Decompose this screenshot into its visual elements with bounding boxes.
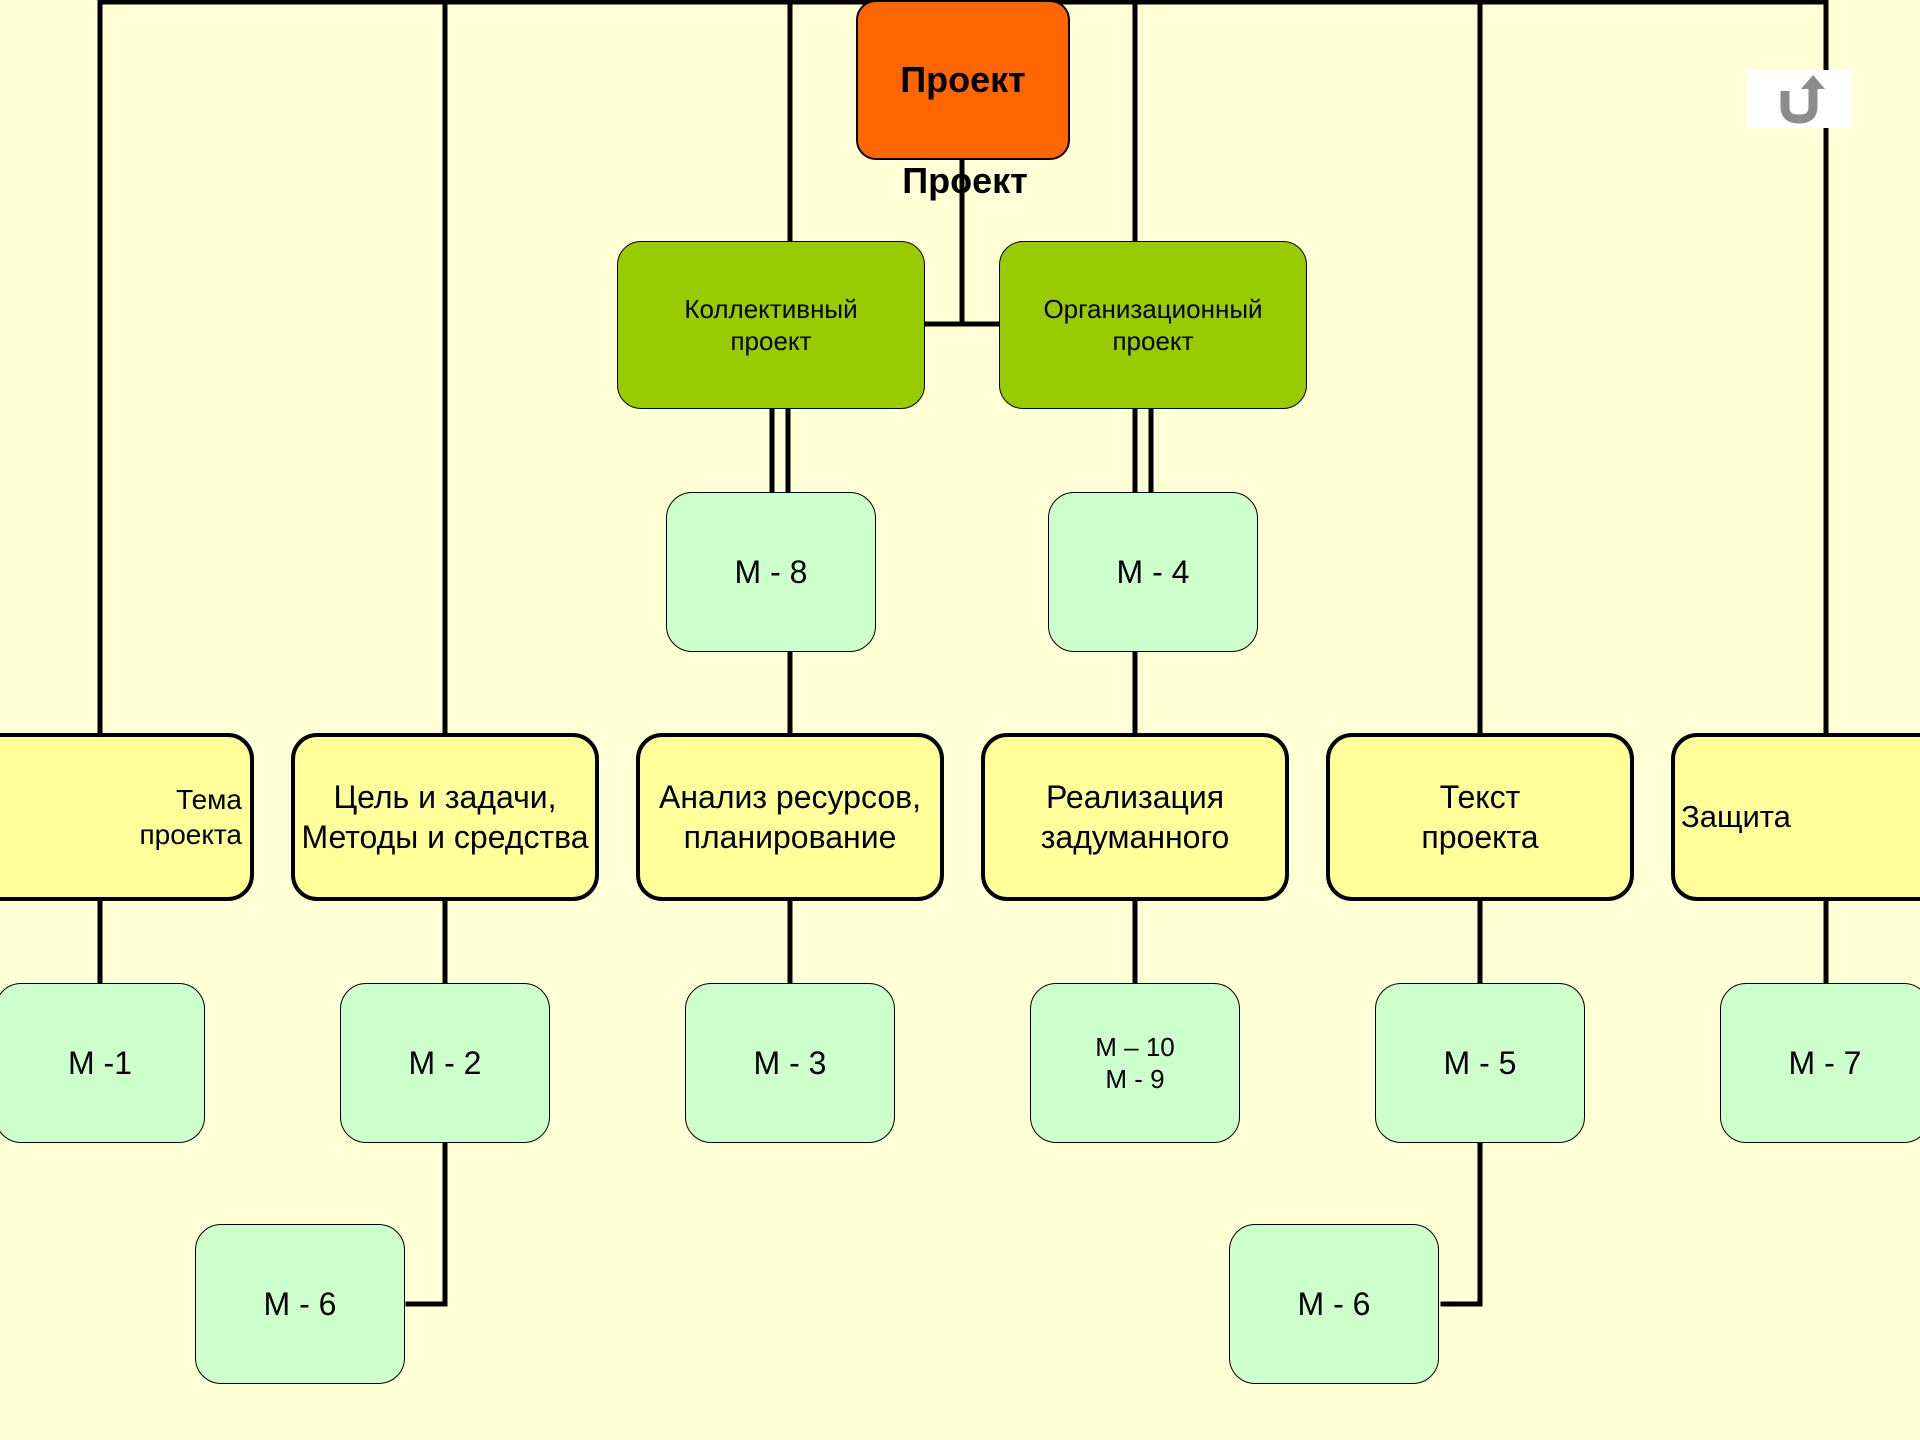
module-box-m6-left[interactable]: М - 6	[195, 1224, 405, 1384]
module-box-m10-m9[interactable]: М – 10 М - 9	[1030, 983, 1240, 1143]
root-project-box[interactable]: Проект	[856, 0, 1070, 160]
stage-box-topic[interactable]: Тема проекта	[0, 733, 254, 901]
stage-box-implementation[interactable]: Реализация задуманного	[981, 733, 1289, 901]
module-box-m6-right[interactable]: М - 6	[1229, 1224, 1439, 1384]
stage-box-goals-methods[interactable]: Цель и задачи, Методы и средства	[291, 733, 599, 901]
module-box-m5[interactable]: М - 5	[1375, 983, 1585, 1143]
back-button[interactable]	[1747, 70, 1851, 128]
module-box-m3[interactable]: М - 3	[685, 983, 895, 1143]
root-project-caption: Проект	[902, 160, 1028, 201]
module-box-m4[interactable]: М - 4	[1048, 492, 1258, 652]
stage-box-defense[interactable]: Защита	[1671, 733, 1920, 901]
module-box-m8[interactable]: М - 8	[666, 492, 876, 652]
stage-box-resource-analysis[interactable]: Анализ ресурсов, планирование	[636, 733, 944, 901]
module-box-m7[interactable]: М - 7	[1720, 983, 1920, 1143]
stage-box-project-text[interactable]: Текст проекта	[1326, 733, 1634, 901]
collective-project-box[interactable]: Коллективный проект	[617, 241, 925, 409]
module-box-m1[interactable]: М -1	[0, 983, 205, 1143]
u-turn-arrow-icon	[1780, 75, 1825, 124]
module-box-m2[interactable]: М - 2	[340, 983, 550, 1143]
organizational-project-box[interactable]: Организационный проект	[999, 241, 1307, 409]
